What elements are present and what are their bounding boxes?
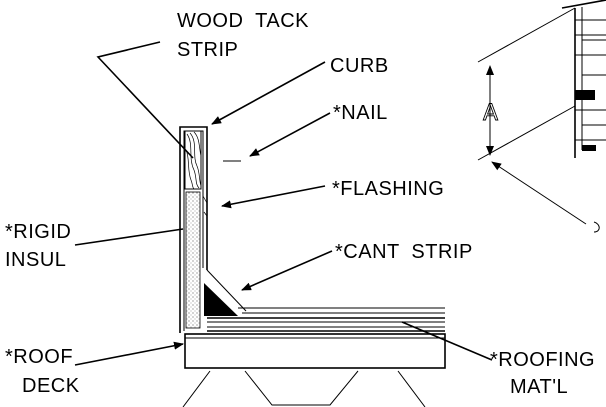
wood-tack-strip bbox=[184, 130, 202, 190]
wood-tack-strip-leader bbox=[96, 41, 194, 159]
cant-strip-fill bbox=[204, 283, 238, 316]
cant-strip-leader bbox=[241, 250, 333, 291]
curb-section bbox=[179, 126, 241, 333]
cant-strip bbox=[204, 269, 247, 316]
roofing-material-layers bbox=[207, 307, 445, 332]
label-flashing: *FLASHING bbox=[332, 178, 444, 200]
extension-line-top bbox=[477, 7, 576, 63]
labels: WOOD TACK STRIP CURB *NAIL *FLASHING *RI… bbox=[5, 10, 595, 398]
label-wood-tack-strip-line1: WOOD TACK bbox=[177, 10, 309, 32]
curb-iso-dark-band bbox=[575, 90, 595, 100]
curb-iso-top bbox=[561, 0, 606, 9]
steel-deck-profile bbox=[182, 370, 426, 407]
cant-strip-outline bbox=[206, 269, 247, 312]
partial-dimension-glyph bbox=[593, 221, 600, 233]
roof-deck bbox=[184, 333, 446, 369]
label-roof-deck-line1: *ROOF bbox=[5, 346, 73, 368]
curb-iso-layers bbox=[575, 19, 606, 141]
label-rigid-insul-line1: *RIGID bbox=[5, 221, 71, 243]
label-cant-strip: *CANT STRIP bbox=[335, 241, 473, 263]
roof-deck-slab bbox=[184, 333, 446, 369]
flashing-leader bbox=[221, 185, 326, 209]
wood-grain bbox=[185, 131, 202, 190]
leader-lines bbox=[74, 41, 493, 366]
label-roofing-mat-line2: MAT'L bbox=[510, 376, 568, 398]
curb-iso-dark-band bbox=[582, 145, 596, 151]
label-nail: *NAIL bbox=[333, 102, 388, 124]
label-roof-deck-line2: DECK bbox=[22, 375, 80, 397]
curb-leader bbox=[211, 61, 326, 125]
label-curb: CURB bbox=[330, 55, 389, 77]
flashing-ticks bbox=[202, 195, 208, 217]
curb-isometric-view bbox=[477, 0, 606, 233]
label-wood-tack-strip-line2: STRIP bbox=[177, 39, 238, 61]
rigid-insul-leader bbox=[74, 228, 184, 246]
label-rigid-insul-line2: INSUL bbox=[5, 249, 66, 271]
nail-leader bbox=[249, 112, 331, 157]
label-dimension-a: A bbox=[483, 101, 498, 126]
rigid-insulation bbox=[185, 191, 201, 329]
dimension-line-b bbox=[491, 161, 587, 225]
roof-deck-leader bbox=[74, 341, 184, 366]
extension-line-bottom bbox=[477, 105, 576, 161]
label-roofing-mat-line1: *ROOFING bbox=[490, 349, 595, 371]
roofing-mat-leader bbox=[401, 321, 493, 361]
